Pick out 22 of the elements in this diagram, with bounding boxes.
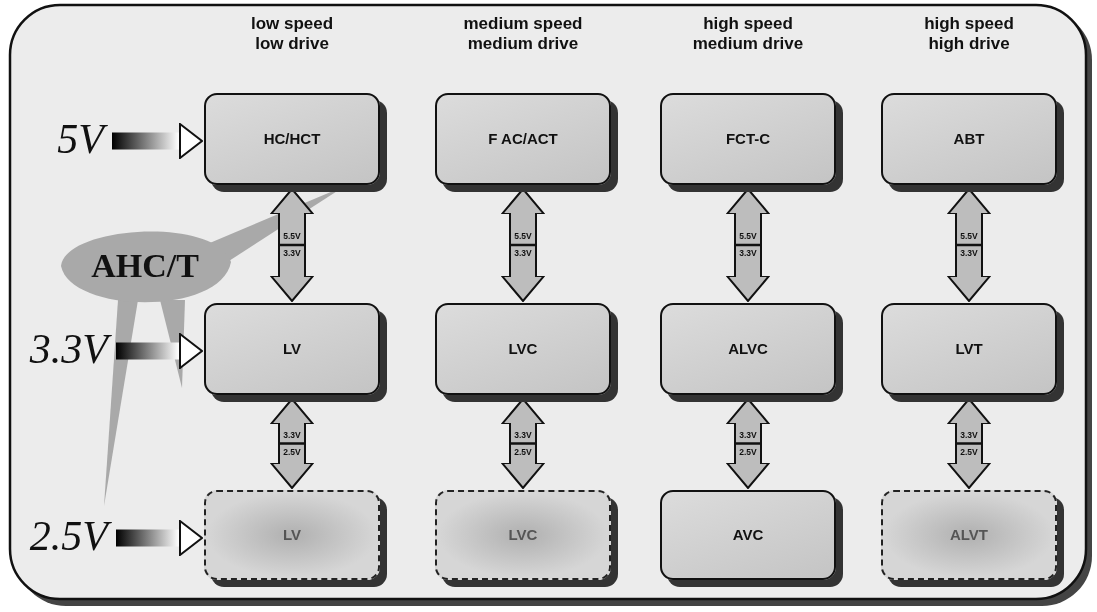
- voltage-range-label: 3.3V: [738, 430, 758, 439]
- voltage-range-label: 3.3V: [513, 249, 533, 258]
- voltage-range-label: 3.3V: [513, 430, 533, 439]
- voltage-range-label: 3.3V: [738, 249, 758, 258]
- voltage-range-label: 3.3V: [959, 430, 979, 439]
- voltage-range-label: 5.5V: [513, 232, 533, 241]
- column-heading: high speed high drive: [923, 14, 1015, 54]
- column-heading: low speed low drive: [249, 14, 335, 54]
- voltage-range-label: 3.3V: [282, 249, 302, 258]
- column-heading: high speed medium drive: [691, 14, 805, 54]
- voltage-range-label: 2.5V: [282, 447, 302, 456]
- voltage-range-label: 5.5V: [282, 232, 302, 241]
- arrow: [112, 123, 203, 159]
- column-heading: medium speed medium drive: [462, 14, 584, 54]
- voltage-range-label: 5.5V: [959, 232, 979, 241]
- arrow: [116, 520, 203, 556]
- voltage-range-label: 2.5V: [959, 447, 979, 456]
- voltage-range-label: 3.3V: [282, 430, 302, 439]
- voltage-range-label: 2.5V: [738, 447, 758, 456]
- voltage-range-label: 3.3V: [959, 249, 979, 258]
- voltage-range-label: 2.5V: [513, 447, 533, 456]
- voltage-range-label: 5.5V: [738, 232, 758, 241]
